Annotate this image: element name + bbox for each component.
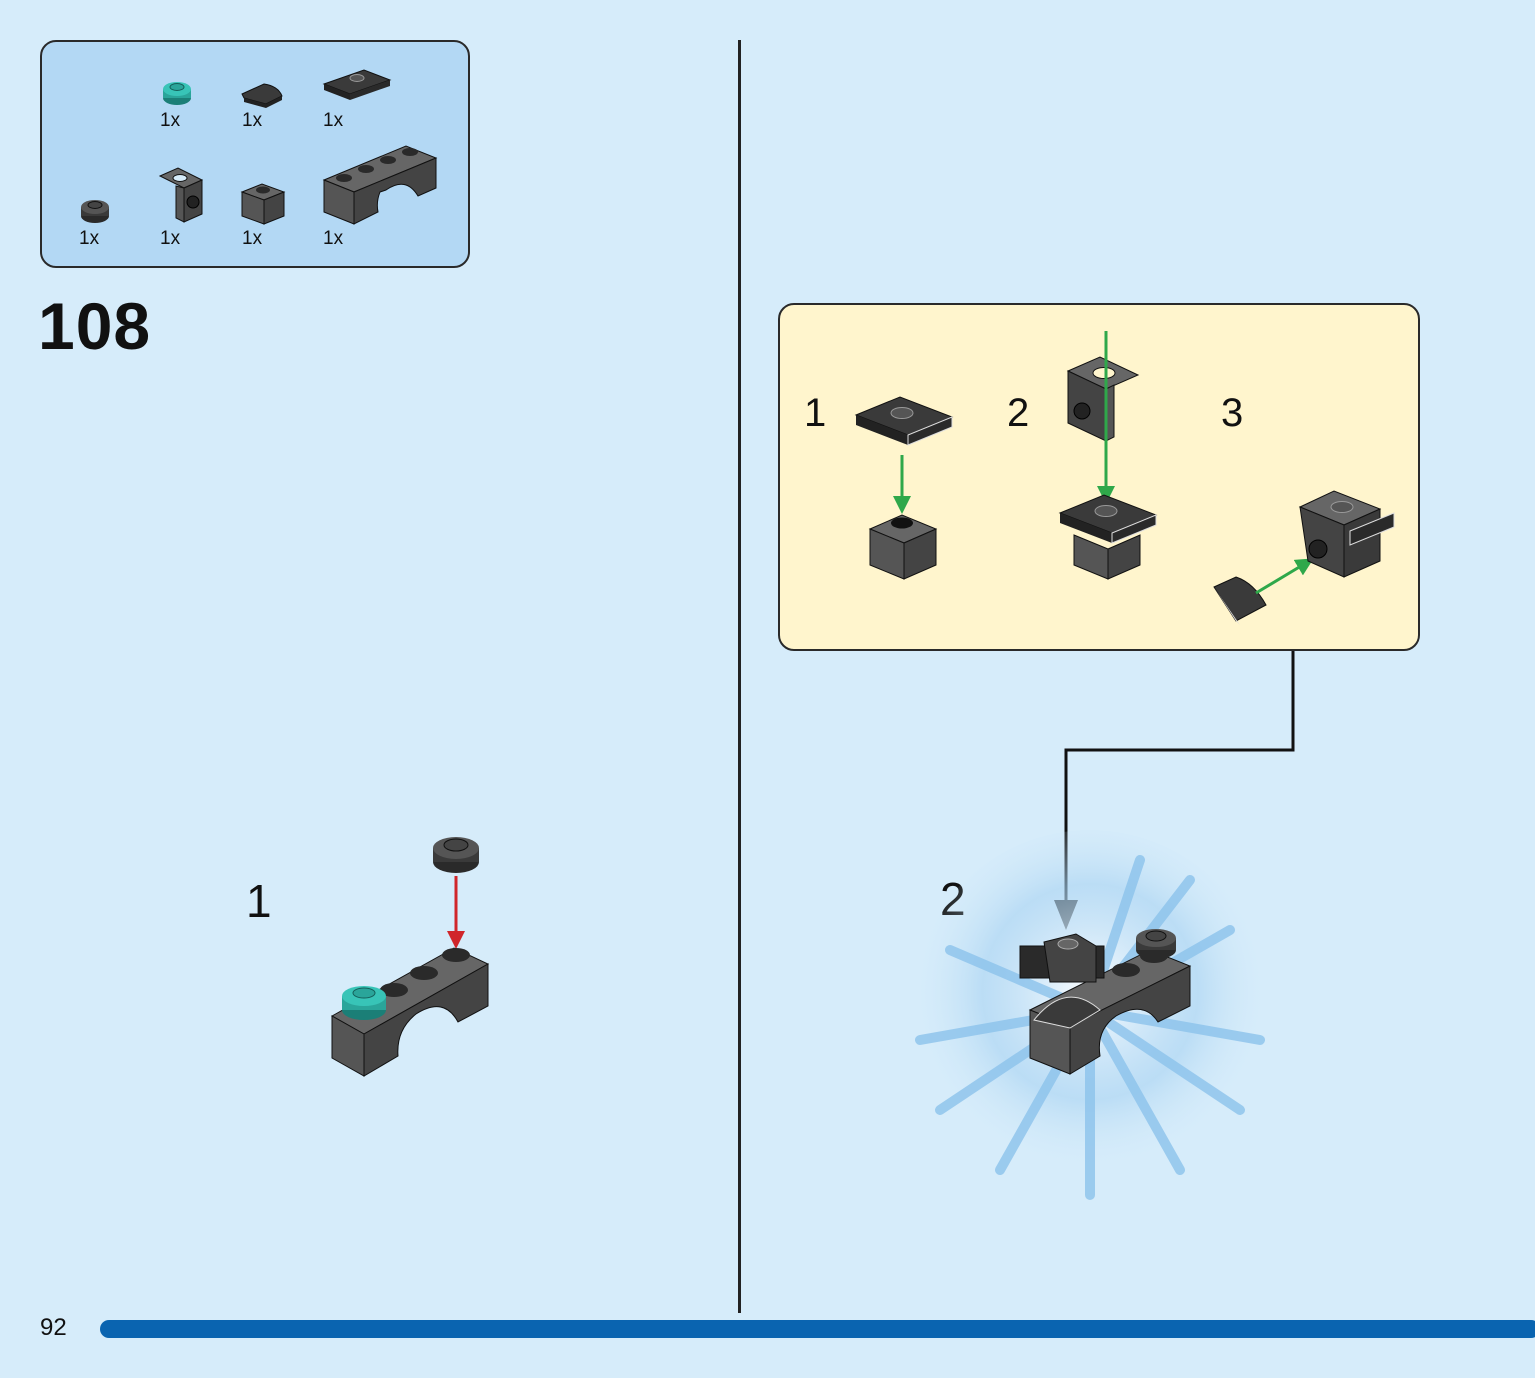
bracket-subassembly-icon: [1298, 490, 1395, 578]
substep-number: 1: [246, 875, 272, 927]
part-qty: 1x: [323, 228, 344, 249]
bracket-icon: [158, 167, 204, 223]
jumper-plate-icon: [854, 396, 954, 446]
quarter-tile-icon: [1213, 576, 1267, 625]
parts-list-box: 1x 1x 1x 1x 1x 1x 1x: [40, 40, 470, 268]
green-arrow: [1255, 558, 1314, 595]
callout-step-number: 3: [1221, 391, 1244, 435]
page-number: 92: [40, 1314, 67, 1341]
page-divider: [738, 40, 741, 1313]
dark-round-plate-icon: [1136, 929, 1176, 959]
callout-step-3-illustration: [1213, 490, 1395, 625]
callout-step-number: 1: [804, 391, 827, 435]
quarter-tile-icon: [241, 83, 283, 108]
teal-round-plate-icon: [163, 82, 191, 105]
part-qty: 1x: [160, 228, 181, 249]
step-number: 108: [38, 289, 152, 363]
brick-1x1-icon: [868, 514, 938, 580]
substep-1-illustration: [330, 837, 490, 1077]
sub-assembly-callout: 1 2 3: [778, 303, 1420, 651]
brick-1x1-icon: [240, 183, 286, 225]
jumper-plate-icon: [1058, 494, 1158, 544]
page-progress-bar: [100, 1320, 1535, 1338]
dark-round-plate-icon: [81, 200, 109, 223]
part-qty: 1x: [323, 110, 344, 131]
part-qty: 1x: [242, 228, 263, 249]
dark-round-plate-icon: [433, 837, 479, 873]
teal-round-plate-icon: [342, 986, 386, 1020]
callout-step-2-illustration: [1058, 331, 1158, 580]
callout-step-number: 2: [1007, 391, 1030, 435]
arch-brick-icon: [322, 145, 438, 225]
part-qty: 1x: [160, 110, 181, 131]
part-qty: 1x: [79, 228, 100, 249]
jumper-plate-icon: [322, 69, 392, 100]
brick-1x1-icon: [1073, 534, 1141, 580]
substep-2-illustration: [910, 830, 1270, 1200]
bracket-subassembly-icon: [1019, 933, 1105, 1029]
bracket-icon: [1066, 356, 1140, 442]
part-qty: 1x: [242, 110, 263, 131]
callout-step-1-illustration: [854, 396, 954, 580]
